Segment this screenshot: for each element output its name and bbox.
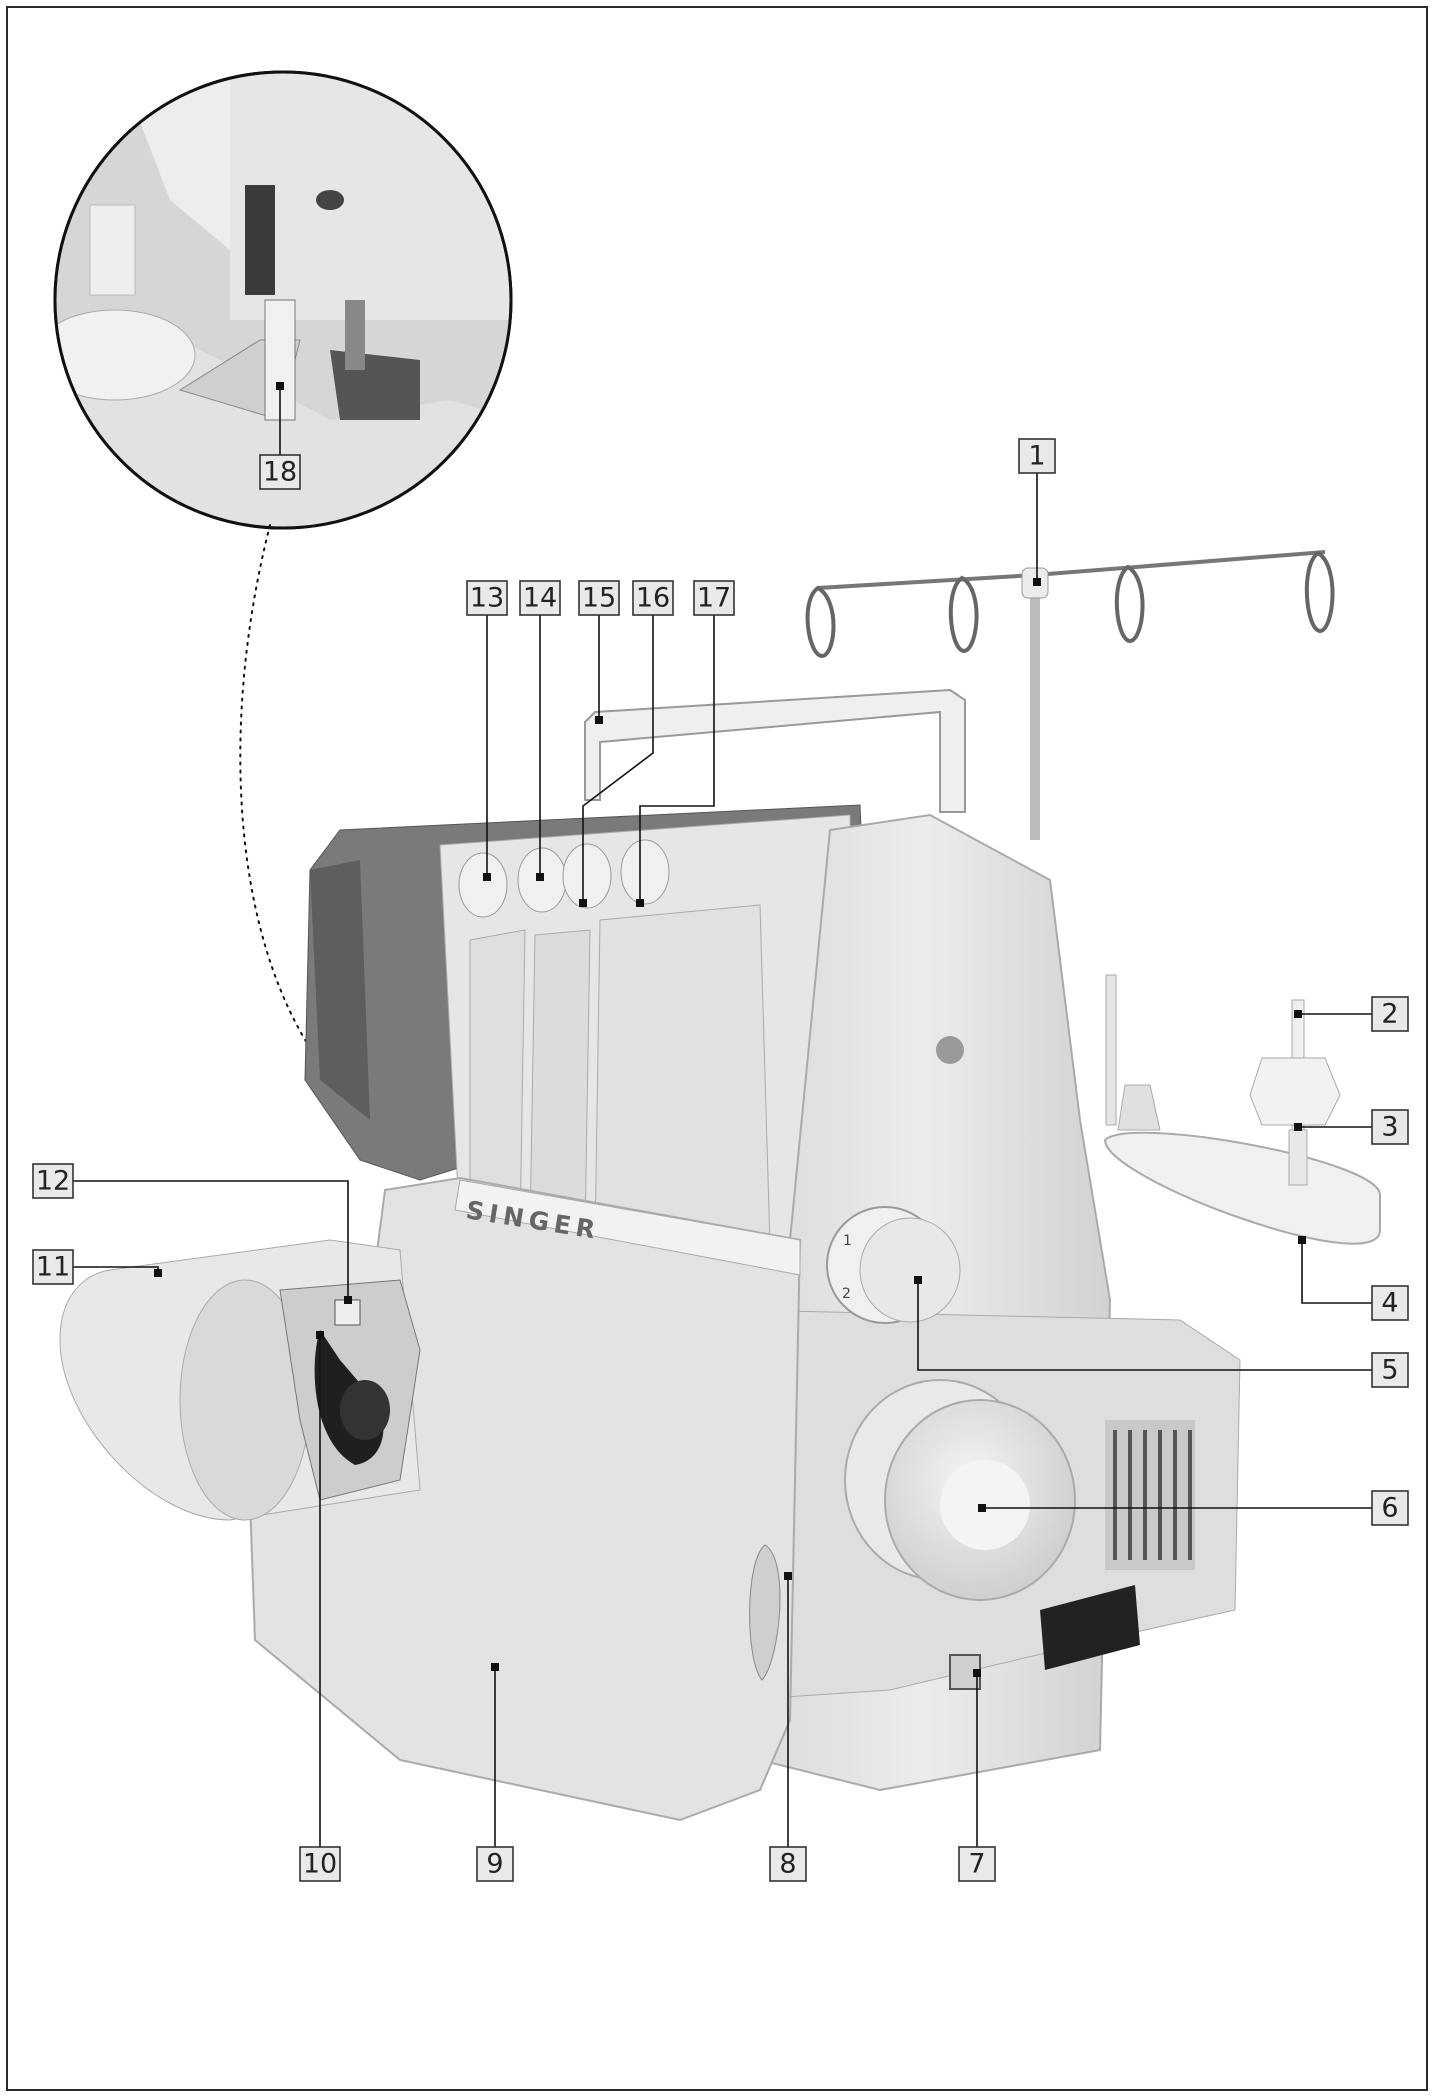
dial-mark-2: 2 (842, 1286, 851, 1302)
callout-11: 11 (32, 1249, 74, 1285)
svg-text:2: 2 (1381, 999, 1398, 1030)
svg-text:11: 11 (36, 1252, 70, 1283)
callout-2: 2 (1371, 996, 1409, 1032)
callout-4: 4 (1371, 1285, 1409, 1321)
tension-dials (458, 839, 670, 918)
callout-14: 14 (519, 580, 561, 616)
svg-text:14: 14 (523, 583, 557, 614)
callout-7: 7 (958, 1846, 996, 1882)
svg-text:17: 17 (697, 583, 731, 614)
stitch-length-dial-shape: 1 2 (826, 1206, 961, 1324)
svg-text:18: 18 (263, 457, 297, 488)
svg-text:7: 7 (968, 1849, 985, 1880)
callout-18: 18 (259, 454, 301, 490)
svg-text:9: 9 (486, 1849, 503, 1880)
callout-8: 8 (769, 1846, 807, 1882)
dial-mark-1: 1 (843, 1233, 852, 1249)
svg-text:16: 16 (636, 583, 670, 614)
svg-text:12: 12 (36, 1166, 70, 1197)
callout-6: 6 (1371, 1490, 1409, 1526)
power-socket (1040, 1585, 1140, 1670)
page-frame (6, 6, 1428, 2091)
svg-text:3: 3 (1381, 1112, 1398, 1143)
svg-text:1: 1 (1028, 441, 1045, 472)
callout-13: 13 (466, 580, 508, 616)
overlocker-illustration: SINGER 1 2 (59, 550, 1381, 1822)
presser-foot-area (279, 1279, 421, 1501)
callout-5: 5 (1371, 1352, 1409, 1388)
spool-stand-base (1103, 974, 1381, 1245)
svg-text:8: 8 (779, 1849, 796, 1880)
callout-3: 3 (1371, 1109, 1409, 1145)
callout-15: 15 (578, 580, 620, 616)
callout-1: 1 (1018, 438, 1056, 474)
svg-text:10: 10 (303, 1849, 337, 1880)
callout-9: 9 (476, 1846, 514, 1882)
carrying-handle-shape (584, 688, 966, 813)
svg-text:4: 4 (1381, 1288, 1398, 1319)
callout-labels: 1 2 3 4 5 6 7 8 (32, 438, 1409, 1882)
callout-16: 16 (632, 580, 674, 616)
svg-text:15: 15 (582, 583, 616, 614)
callout-10: 10 (299, 1846, 341, 1882)
thread-stand (805, 550, 1335, 840)
svg-text:5: 5 (1381, 1355, 1398, 1386)
vent-grille (1105, 1420, 1195, 1570)
detail-inset (53, 70, 513, 530)
anchor-dots (154, 382, 1306, 1677)
svg-text:6: 6 (1381, 1493, 1398, 1524)
svg-text:13: 13 (470, 583, 504, 614)
callout-17: 17 (693, 580, 735, 616)
callout-12: 12 (32, 1163, 74, 1199)
